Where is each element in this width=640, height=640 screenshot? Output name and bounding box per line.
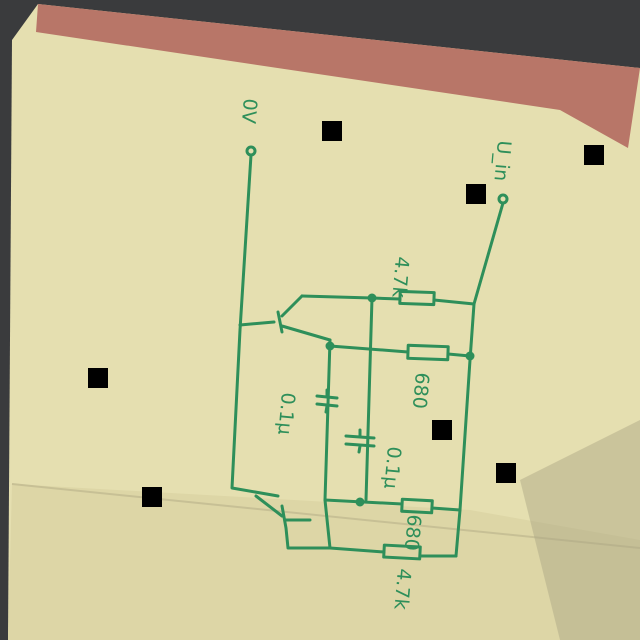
label-r-bottom-2: 4.7k [389, 568, 415, 611]
paper-fold [8, 484, 640, 640]
label-r-top: 4.7k [387, 256, 413, 299]
ground-wire [230, 153, 280, 498]
label-ground: 0V [237, 98, 261, 125]
transistor-top [238, 294, 332, 342]
label-r-bottom-1: 680 [400, 514, 425, 552]
shadow [520, 420, 640, 640]
label-r-mid: 680 [408, 372, 433, 410]
paper-top-band [36, 4, 640, 148]
occlusion-marks [88, 121, 604, 507]
label-input: U_in [489, 140, 514, 182]
capacitor-left [315, 388, 339, 414]
label-c-left: 0.1μ [273, 392, 299, 436]
capacitor-right [344, 428, 376, 454]
label-c-right: 0.1μ [379, 446, 405, 490]
paper-sheet [8, 4, 640, 640]
transistor-bottom [254, 494, 332, 550]
labels: 0V U_in 4.7k 680 0.1μ 0.1μ 680 4.7k [237, 98, 515, 611]
resistor-bottom-2 [382, 543, 422, 561]
circuit [230, 145, 509, 561]
